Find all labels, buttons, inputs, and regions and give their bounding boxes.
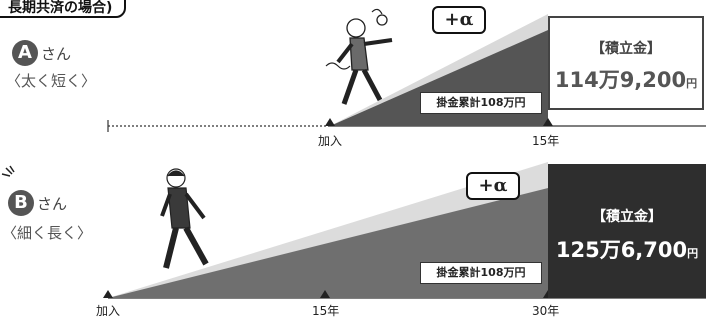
result-box-b: 【積立金】 125万6,700円 <box>548 164 706 298</box>
person-b-san: さん <box>37 195 68 213</box>
person-b-badge: B <box>8 190 34 216</box>
join-label-b: 加入 <box>96 304 121 318</box>
result-amount-a: 114万9,200 <box>554 68 687 92</box>
person-a-san: さん <box>41 45 72 63</box>
marker-a-join <box>325 118 335 126</box>
alpha-label-b: +α <box>466 172 520 200</box>
alpha-label-a: +α <box>432 6 486 34</box>
section-title: 長期共済の場合) <box>0 0 127 18</box>
person-a-figure <box>325 8 393 105</box>
result-amount-a-wrap: 114万9,200円 <box>550 64 702 94</box>
end-label-b: 30年 <box>532 304 560 318</box>
alpha-wedge-b <box>108 162 548 298</box>
result-unit-a: 円 <box>686 77 698 90</box>
person-b-desc: 〈細く長く〉 <box>2 224 93 242</box>
result-amount-b: 125万6,700 <box>555 238 688 262</box>
person-b-spark-icon <box>1 165 15 177</box>
marker-b-15 <box>320 290 330 298</box>
result-title-a: 【積立金】 <box>591 41 661 57</box>
end-label-a: 15年 <box>532 134 560 148</box>
person-a-badge: A <box>12 40 38 66</box>
paid-tag-b: 掛金累計108万円 <box>420 262 542 284</box>
alpha-wedge-a <box>330 14 548 126</box>
result-title-b: 【積立金】 <box>592 209 662 225</box>
join-label-a: 加入 <box>318 134 343 148</box>
result-unit-b: 円 <box>687 247 699 260</box>
marker-a-15 <box>543 118 553 126</box>
person-a-desc: 〈太く短く〉 <box>6 72 97 90</box>
paid-tag-a: 掛金累計108万円 <box>420 92 542 114</box>
person-b-figure <box>160 168 209 269</box>
result-amount-b-wrap: 125万6,700円 <box>548 234 706 264</box>
mid-label-b: 15年 <box>312 304 340 318</box>
marker-b-join <box>103 290 113 298</box>
result-box-a: 【積立金】 114万9,200円 <box>548 16 704 110</box>
